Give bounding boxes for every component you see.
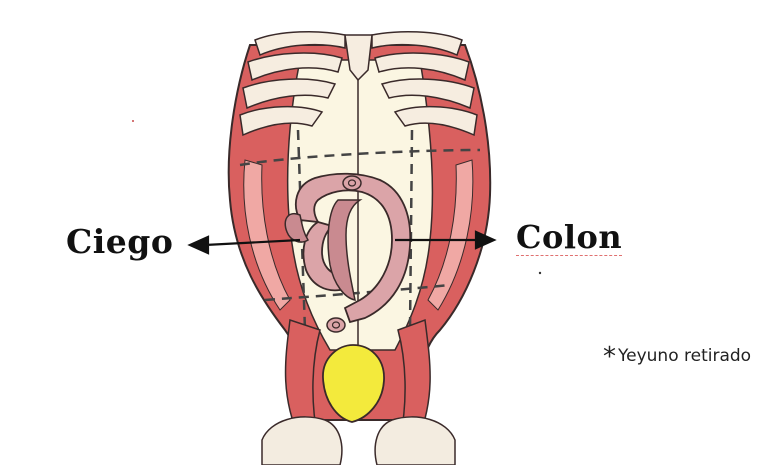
stray-dot — [538, 271, 542, 275]
sigmoid-loop — [327, 199, 363, 301]
sternum — [344, 34, 373, 82]
jejunum-cut-bottom — [326, 317, 346, 333]
abdominal-regions-dashed — [239, 129, 481, 331]
label-ciego: Ciego — [66, 222, 174, 261]
left-pelvic-bone — [261, 416, 343, 465]
left-oblique-muscle — [243, 159, 291, 311]
jejunum-cut-top — [342, 175, 362, 191]
right-ribs — [371, 30, 478, 137]
left-ribs — [239, 30, 346, 137]
note-asterisk: * — [603, 342, 616, 372]
note-text: Yeyuno retirado — [618, 346, 752, 366]
right-pelvic-bone — [374, 416, 456, 465]
colon — [295, 172, 412, 324]
jejunum-cut-top-inner — [347, 179, 357, 187]
note-yeyuno-retirado: *Yeyuno retirado — [603, 342, 751, 372]
label-colon: Colon — [516, 218, 623, 257]
right-oblique-muscle — [427, 159, 474, 311]
arrow-to-colon — [395, 230, 497, 250]
arrow-to-ciego — [187, 235, 301, 255]
bladder — [322, 344, 385, 423]
stray-dot — [132, 120, 134, 122]
jejunum-cut-bottom-inner — [331, 321, 341, 329]
